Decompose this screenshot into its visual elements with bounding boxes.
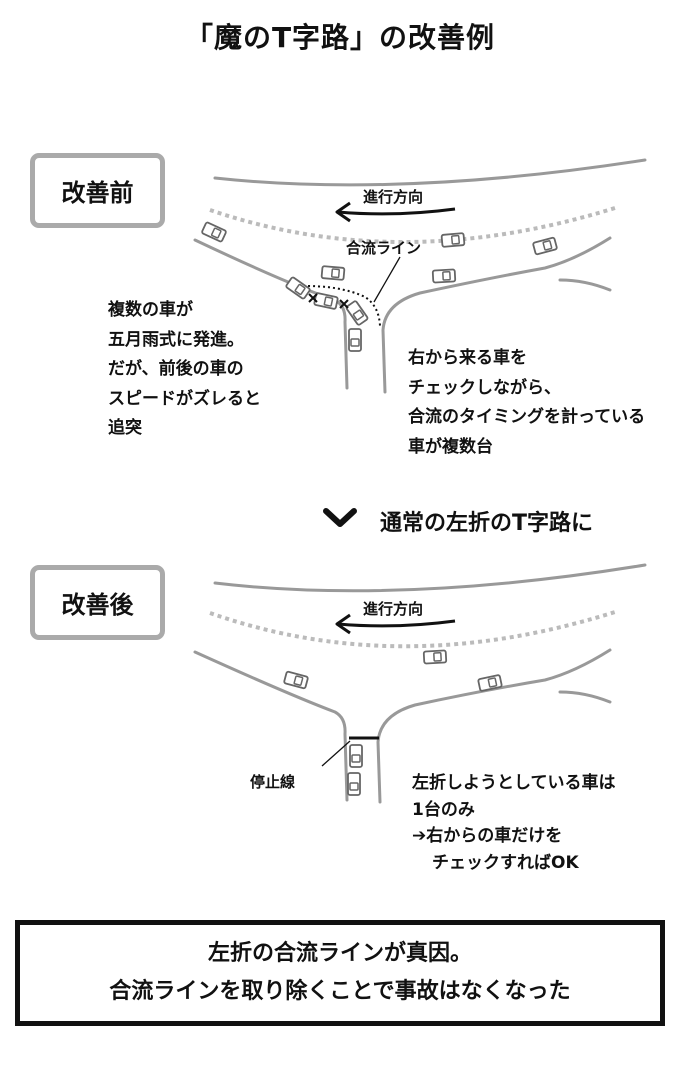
- direction-label: 進行方向: [363, 600, 424, 618]
- conclusion-line: 左折の合流ラインが真因。: [207, 941, 472, 966]
- conclusion-line: 合流ラインを取り除くことで事故はなくなった: [109, 979, 571, 1004]
- note-line: チェックしながら、: [408, 377, 561, 398]
- main-road-center-line: [209, 206, 616, 244]
- note-line: 1台のみ: [412, 799, 475, 820]
- collision-mark-icon: [308, 293, 318, 303]
- after-right-note: 左折しようとしている車は 1台のみ ➔右からの車だけを チェックすればOK: [412, 770, 616, 876]
- page-title: 「魔のT字路」の改善例: [184, 21, 496, 54]
- collision-mark-icon: [339, 299, 349, 309]
- main-road-top-edge: [213, 563, 647, 593]
- car: [431, 268, 457, 284]
- transition-text: 通常の左折のT字路に: [380, 511, 594, 536]
- note-line: 追突: [108, 418, 142, 438]
- main-road-bottom-left-edge: [193, 650, 349, 802]
- note-line: チェックすればOK: [432, 852, 579, 873]
- car: [284, 275, 312, 301]
- note-line: 複数の車が: [108, 300, 193, 320]
- car: [349, 744, 363, 768]
- before-left-note: 複数の車が 五月雨式に発進。 だが、前後の車の スピードがズレると 追突: [108, 296, 261, 444]
- direction-arrow-head-icon: [335, 201, 351, 223]
- car: [200, 221, 228, 243]
- merge-line-leader: [373, 256, 401, 303]
- chevron-down-icon: [323, 508, 357, 527]
- main-road-center-line: [209, 610, 616, 649]
- after-road-diagram: [193, 563, 647, 804]
- car: [313, 291, 339, 311]
- direction-label: 進行方向: [363, 188, 424, 206]
- note-line: スピードがズレると: [108, 388, 261, 409]
- car: [422, 649, 448, 665]
- stop-line-label: 停止線: [250, 773, 296, 791]
- main-road-top-edge: [213, 158, 647, 187]
- direction-arrow-icon: [337, 619, 456, 628]
- before-road-diagram: [193, 158, 647, 394]
- car: [320, 265, 346, 281]
- car: [347, 772, 361, 796]
- merge-line-label: 合流ライン: [346, 239, 422, 257]
- note-line: ➔右からの車だけを: [412, 826, 563, 846]
- conclusion-box: 左折の合流ラインが真因。 合流ラインを取り除くことで事故はなくなった: [15, 920, 665, 1026]
- direction-arrow-icon: [337, 207, 456, 216]
- before-right-note: 右から来る車を チェックしながら、 合流のタイミングを計っている 車が複数台: [408, 344, 645, 462]
- right-branch-road-edge: [558, 690, 612, 704]
- note-line: 五月雨式に発進。: [108, 329, 244, 350]
- after-stage-label: 改善後: [61, 591, 134, 619]
- car: [440, 232, 466, 248]
- before-stage-label: 改善前: [61, 179, 134, 207]
- car: [348, 328, 362, 352]
- note-line: 左折しようとしている車は: [412, 773, 616, 793]
- car: [531, 236, 559, 256]
- before-stage-box: 改善前: [30, 153, 165, 228]
- merge-line-path: [297, 284, 381, 327]
- note-line: 右から来る車を: [408, 348, 527, 368]
- car: [282, 670, 310, 690]
- after-stage-box: 改善後: [30, 565, 165, 640]
- direction-arrow-head-icon: [335, 613, 351, 635]
- note-line: だが、前後の車の: [108, 359, 244, 379]
- right-branch-road-edge: [558, 278, 612, 292]
- main-road-bottom-right-edge: [381, 236, 612, 394]
- stop-line-leader: [321, 740, 351, 767]
- note-line: 車が複数台: [408, 436, 493, 457]
- note-line: 合流のタイミングを計っている: [408, 407, 646, 427]
- car: [344, 299, 370, 327]
